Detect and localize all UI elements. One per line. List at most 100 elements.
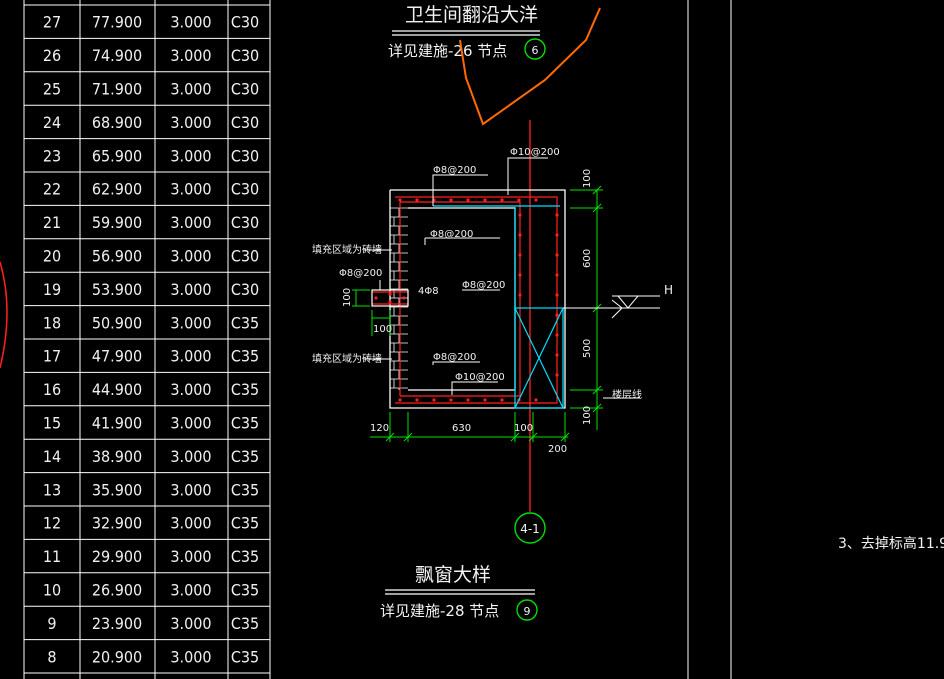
table-cell-grade: C30 [231,46,259,65]
table-cell-height: 3.000 [170,113,211,132]
rebar-dot [500,198,504,202]
table-cell-floor: 22 [43,180,61,199]
table-cell-height: 3.000 [170,213,211,232]
table-cell-elevation: 47.900 [92,347,142,366]
table-cell-floor: 16 [43,380,61,399]
table-cell-height: 3.000 [170,180,211,199]
rebar-ledge-bars: 4Φ8 [418,286,439,297]
note-floor: 楼层线 [612,388,642,401]
table-cell-elevation: 29.900 [92,547,142,566]
table-cell-elevation: 41.900 [92,414,142,433]
table-cell-elevation: 35.900 [92,480,142,499]
table-cell-height: 3.000 [170,247,211,266]
table-cell-floor: 14 [43,447,61,466]
table-cell-height: 3.000 [170,614,211,633]
rebar-lines [372,196,558,404]
axis-marker-circle [514,512,546,544]
rebar-dot [500,398,504,402]
revision-arc [0,261,8,369]
table-cell-grade: C35 [231,447,259,466]
table-cell-height: 3.000 [170,447,211,466]
table-cell-elevation: 23.900 [92,614,142,633]
table-cell-height: 3.000 [170,313,211,332]
ledge-outline [371,289,409,307]
dim-right-bottom: 100 [582,406,593,425]
rebar-dot [415,198,419,202]
rebar-dot [415,398,419,402]
rebar-top-left: Φ8@200 [433,165,476,176]
rebar-dot [555,213,559,217]
bottom-detail-title: 飘窗大样 [415,564,491,586]
table-cell-floor: 18 [43,313,61,332]
markup-stroke [459,7,601,126]
table-cell-floor: 13 [43,480,61,499]
rebar-dot [483,398,487,402]
table-cell-elevation: 56.900 [92,247,142,266]
rebar-dot [432,398,436,402]
axis-marker: 4-1 [520,522,540,536]
table-cell-grade: C35 [231,514,259,533]
table-cell-grade: C30 [231,146,259,165]
table-cell-floor: 20 [43,247,61,266]
top-detail-marker-circle [524,38,546,60]
top-detail-title: 卫生间翻沿大洋 [405,4,538,26]
table-cell-elevation: 77.900 [92,13,142,32]
table-cell-floor: 15 [43,414,61,433]
table-cell-floor: 27 [43,13,61,32]
dim-bottom-200: 200 [548,444,567,455]
rebar-dot [402,296,406,300]
table-cell-height: 3.000 [170,647,211,666]
rebar-dot [449,398,453,402]
table-cell-grade: C35 [231,581,259,600]
ledge-dimension-lines [352,289,391,336]
dim-right-500: 500 [582,339,593,358]
table-cell-floor: 26 [43,46,61,65]
table-cell-height: 3.000 [170,347,211,366]
table-cell-elevation: 71.900 [92,80,142,99]
table-cell-floor: 12 [43,514,61,533]
table-cell-grade: C35 [231,480,259,499]
rebar-dot [555,233,559,237]
table-cell-elevation: 32.900 [92,514,142,533]
right-dimension-text: 100 600 500 100 [582,169,593,425]
rebar-dot [398,398,402,402]
table-cell-height: 3.000 [170,514,211,533]
table-cell-elevation: 59.900 [92,213,142,232]
table-cell-elevation: 53.900 [92,280,142,299]
rebar-low: Φ10@200 [455,372,505,383]
elevation-label: H [664,283,673,297]
table-cell-height: 3.000 [170,414,211,433]
table-cell-floor: 19 [43,280,61,299]
rebar-top-right: Φ10@200 [510,147,560,158]
table-cell-height: 3.000 [170,280,211,299]
table-cell-grade: C35 [231,647,259,666]
window-frame [433,205,564,409]
side-note: 3、去掉标高11.900 [838,535,944,552]
table-cell-grade: C35 [231,547,259,566]
rebar-dot [518,273,522,277]
rebar-mid-upper: Φ8@200 [430,229,473,240]
top-detail-marker: 6 [532,44,539,57]
rebar-dot [555,293,559,297]
table-cell-grade: C35 [231,380,259,399]
rebar-dot [555,353,559,357]
rebar-dot [517,198,521,202]
table-cell-grade: C30 [231,280,259,299]
dim-bottom-100: 100 [514,423,533,434]
dim-right-600: 600 [582,249,593,268]
table-cell-grade: C30 [231,180,259,199]
note-fill-wall-lower: 填充区域为砖墙 [312,352,382,365]
